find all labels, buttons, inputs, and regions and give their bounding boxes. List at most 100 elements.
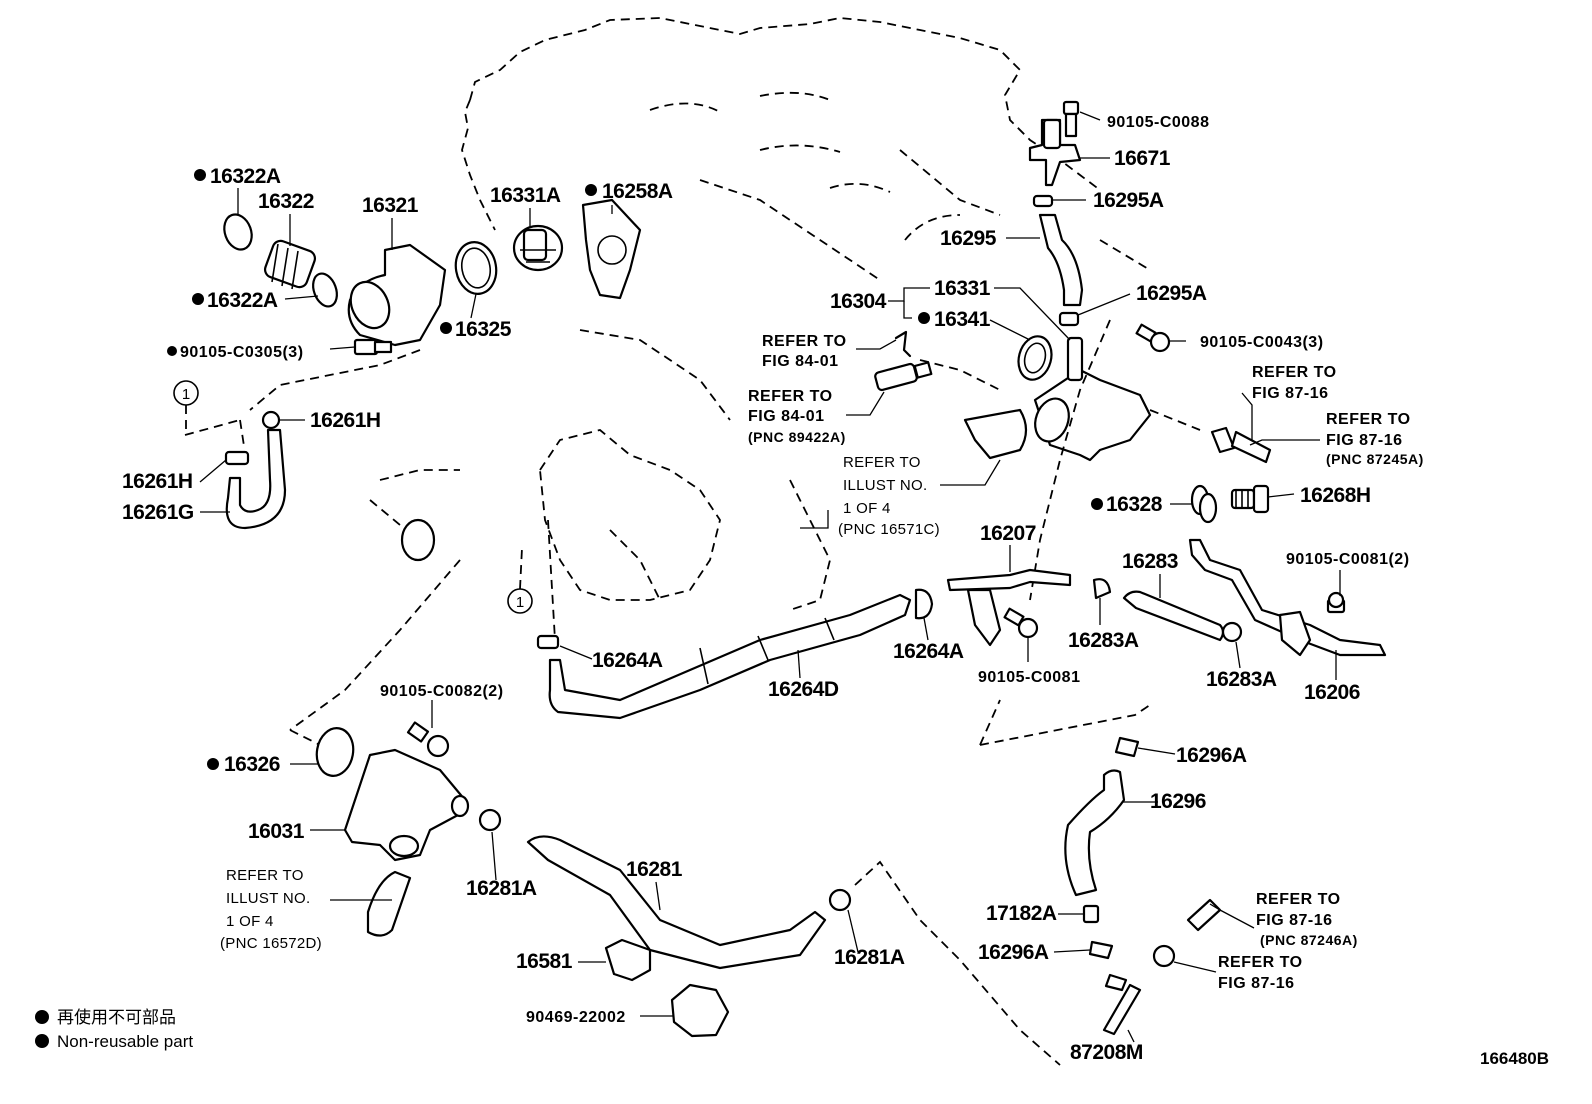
bolt-90105-C0081 [1003,607,1039,639]
right-parts [946,426,1387,1036]
outlet-16331 [1033,368,1152,462]
label-16261G: 16261G [122,501,194,524]
refer-fig-87-16-d: REFER TO FIG 87-16 [1218,954,1302,992]
label-16268H: 16268H [1300,484,1371,507]
label-16295A-top: 16295A [1093,189,1164,212]
clamp-87-16 [1152,944,1176,968]
svg-text:REFER TO: REFER TO [762,333,847,350]
label-90105-C0081-2: 90105-C0081(2) [1286,551,1410,568]
label-90469-22002: 90469-22002 [526,1009,626,1026]
label-16325: 16325 [455,318,512,341]
svg-text:(PNC 89422A): (PNC 89422A) [748,429,846,445]
svg-text:ILLUST NO.: ILLUST NO. [226,890,310,907]
inlet-16031 [343,748,467,862]
label-90105-C0081: 90105-C0081 [978,669,1080,686]
thermostat-16331A [512,224,564,272]
clamp-16264A-right [914,588,934,620]
oring-16322A-bot [312,272,338,308]
refer-fig-87-16-c: REFER TO FIG 87-16 (PNC 87246A) [1256,891,1358,948]
refer-fig-87-16-b: REFER TO FIG 87-16 (PNC 87245A) [1326,411,1424,467]
label-16261H-bot: 16261H [122,470,193,493]
svg-text:REFER TO: REFER TO [226,867,304,884]
svg-text:REFER TO: REFER TO [1326,411,1411,428]
refer-illust-16572D: REFER TO ILLUST NO. 1 OF 4 (PNC 16572D) [220,867,322,952]
svg-text:ILLUST NO.: ILLUST NO. [843,477,927,494]
callout-marker-left: 1 [173,380,199,406]
label-16322A-top: 16322A [210,165,281,188]
leader-lines [199,111,1341,1043]
svg-text:(PNC 87245A): (PNC 87245A) [1326,451,1424,467]
hose-16295 [1038,213,1084,307]
label-16296: 16296 [1150,790,1206,813]
callout-marker-text: 1 [182,386,190,403]
svg-text:1 OF 4: 1 OF 4 [226,913,274,930]
refer-notes: REFER TO FIG 84-01 REFER TO FIG 84-01 (P… [220,333,1424,992]
label-16258A: 16258A [602,180,673,203]
clamp-16295A-top [1032,194,1054,208]
svg-text:1 OF 4: 1 OF 4 [843,500,891,517]
bolt-90105-C0082 [406,721,450,758]
hose-16264D [548,593,912,720]
valve-87208M [1102,983,1142,1036]
svg-text:FIG 87-16: FIG 87-16 [1218,975,1295,992]
label-16295A-mid: 16295A [1136,282,1207,305]
svg-text:REFER TO: REFER TO [1252,364,1337,381]
label-16296A-top: 16296A [1176,744,1247,767]
legend: 再使用不可部品 Non-reusable part [35,1007,193,1051]
plug-16268H [1230,484,1270,514]
label-90105-C0305: 90105-C0305(3) [180,344,304,361]
pipe-16206 [1188,538,1387,657]
label-16322A-bot: 16322A [207,289,278,312]
clamp-16296A-bot [1088,940,1114,960]
callout-marker-text: 1 [516,594,524,611]
label-90105-C0043: 90105-C0043(3) [1200,334,1324,351]
label-16206: 16206 [1304,681,1360,704]
oring-16322A-top [223,213,253,251]
clamp-16283A-left [1092,578,1112,600]
svg-text:FIG 84-01: FIG 84-01 [748,408,825,425]
plug-17182A [1082,904,1100,924]
hose-16261G-group [184,349,421,530]
label-16304: 16304 [830,290,887,313]
label-16207: 16207 [980,522,1036,545]
hose-16296 [1064,769,1126,897]
gasket-16258A [581,198,642,300]
svg-text:FIG 87-16: FIG 87-16 [1252,385,1329,402]
hose-16264D-group [536,519,934,720]
svg-text:FIG 84-01: FIG 84-01 [762,353,839,370]
hose-16283 [1122,590,1225,642]
label-16671: 16671 [1114,147,1171,170]
thermostat-group [223,198,642,356]
svg-text:(PNC 16572D): (PNC 16572D) [220,935,322,952]
water-outlet-group [874,319,1201,601]
refer-fig-84-01-b: REFER TO FIG 84-01 (PNC 89422A) [748,388,846,445]
label-90105-C0088: 90105-C0088 [1107,114,1209,131]
outlet-ring [400,518,436,562]
plug-16328 [1190,484,1218,524]
label-16321: 16321 [362,194,419,217]
hose-16295-group [1028,100,1084,327]
svg-text:(PNC 87246A): (PNC 87246A) [1260,932,1358,948]
label-16283A-left: 16283A [1068,629,1139,652]
label-16341: 16341 [934,308,991,331]
svg-text:(PNC 16571C): (PNC 16571C) [838,521,940,538]
label-16281: 16281 [626,858,683,881]
legend-jp: 再使用不可部品 [57,1007,176,1027]
legend-en: Non-reusable part [57,1032,193,1051]
figure-id: 166480B [1480,1049,1549,1068]
label-16283A-right: 16283A [1206,668,1277,691]
bolt-90105-C0088 [1062,100,1080,138]
hose-16572D [366,870,412,937]
label-16281A-left: 16281A [466,877,537,900]
svg-text:REFER TO: REFER TO [1256,891,1341,908]
refer-fig-84-01-a: REFER TO FIG 84-01 [762,333,847,370]
engine-outline [369,17,1151,611]
svg-text:FIG 87-16: FIG 87-16 [1256,912,1333,929]
callout-marker-center: 1 [507,588,533,614]
clamp-16264A-left [536,634,560,650]
pipe-16207 [946,568,1072,647]
gasket-16341 [1017,335,1053,381]
sensor-89422A [874,361,933,392]
connector-87245A [1210,426,1272,464]
